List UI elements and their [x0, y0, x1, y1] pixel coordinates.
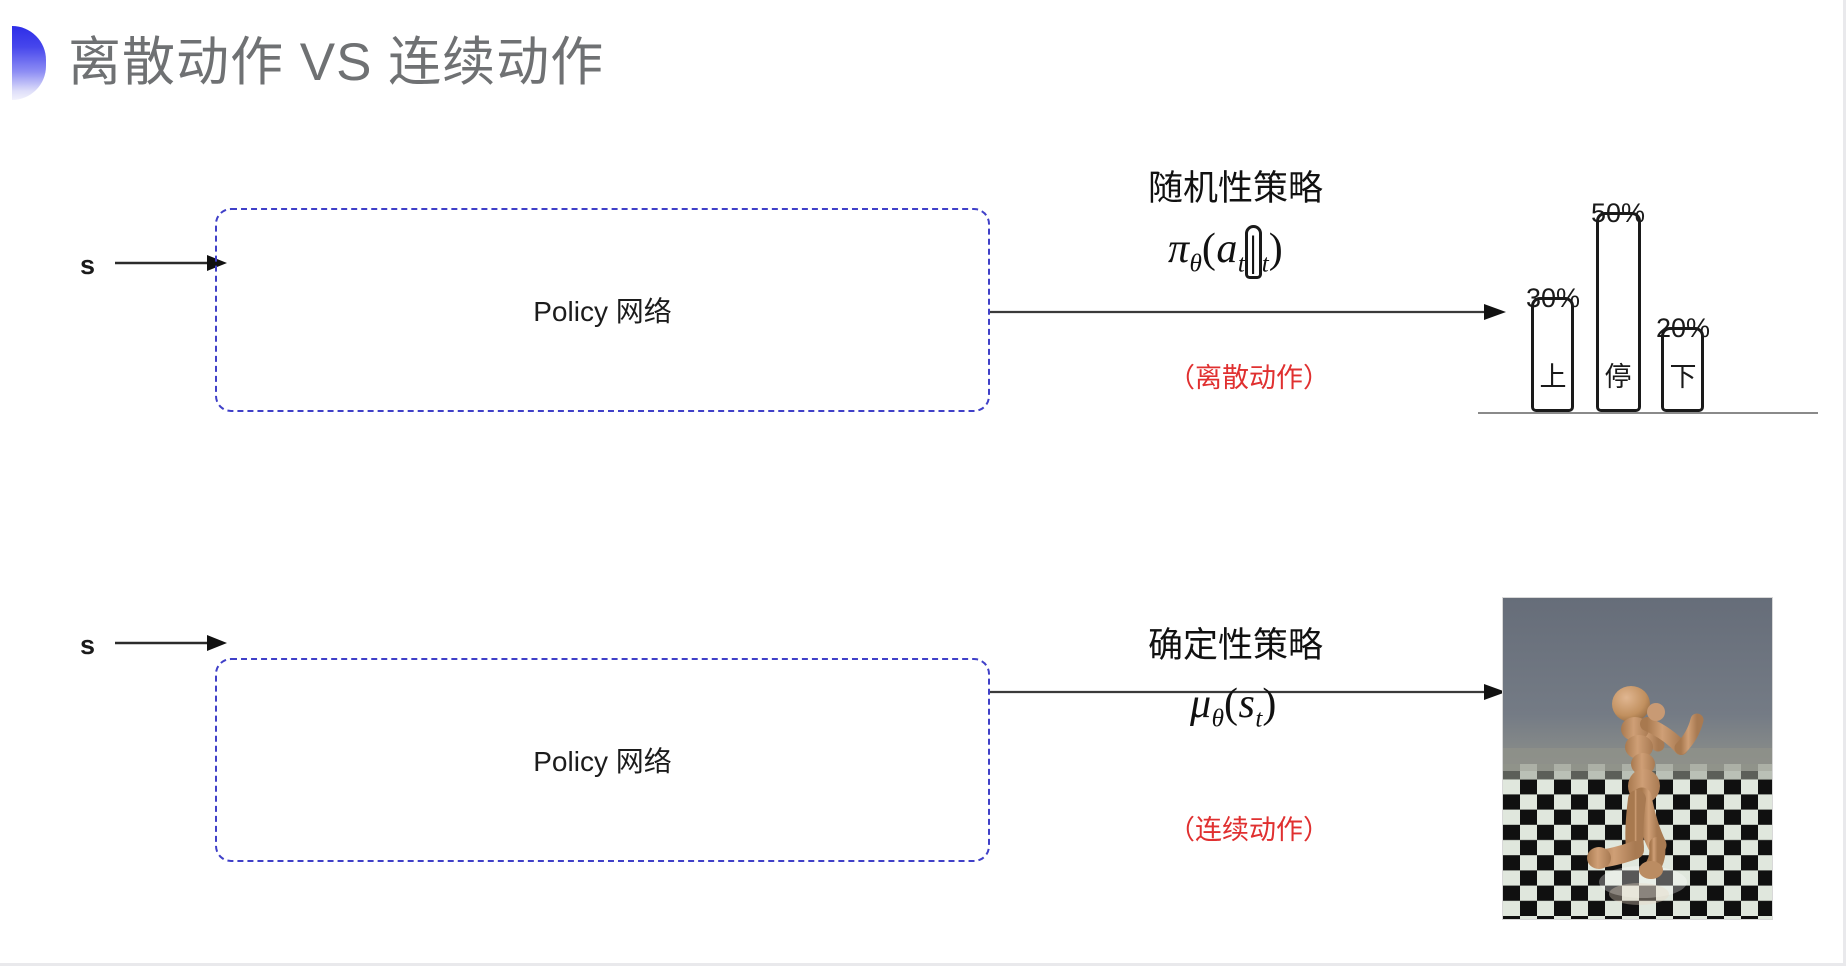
- bar-category-stop: 停: [1604, 362, 1632, 392]
- formula-arg2-sub-discrete: t: [1261, 250, 1269, 278]
- policy-kind-discrete: 随机性策略: [1148, 169, 1324, 208]
- slide-right-edge: [1843, 0, 1846, 966]
- bar-up: [1531, 297, 1574, 412]
- formula-fn-discrete: π: [1168, 226, 1190, 272]
- bar-value-stop: 50%: [1590, 198, 1646, 228]
- slide-bottom-edge: [0, 963, 1846, 966]
- formula-fn-continuous: μ: [1190, 681, 1212, 727]
- bar-category-down: 下: [1669, 362, 1697, 392]
- title-bullet-icon: [12, 26, 46, 100]
- formula-close-discrete: ): [1268, 226, 1284, 272]
- bar-stop: [1596, 212, 1641, 412]
- chart-baseline-axis: [1478, 412, 1818, 414]
- state-input-label-continuous: s: [80, 630, 96, 660]
- formula-open-continuous: (: [1223, 681, 1239, 727]
- bar-category-up: 上: [1539, 362, 1567, 392]
- policy-formula-continuous: μθ(st): [1190, 680, 1277, 733]
- humanoid-simulation-image: [1502, 597, 1773, 920]
- policy-network-label-discrete: Policy 网络: [533, 296, 672, 327]
- bar-down: [1661, 327, 1704, 412]
- action-note-discrete: （离散动作）: [1168, 363, 1330, 393]
- formula-separator-discrete: |: [1244, 225, 1262, 279]
- formula-arg1-discrete: a: [1216, 226, 1238, 272]
- action-probability-bar-chart: 30% 上 50% 停 20% 下: [1478, 100, 1818, 414]
- formula-open-discrete: (: [1201, 226, 1217, 272]
- policy-network-box-continuous[interactable]: Policy 网络: [215, 658, 990, 862]
- formula-arg1-sub-discrete: t: [1237, 250, 1245, 278]
- bar-value-down: 20%: [1655, 313, 1711, 343]
- arrow-policy-to-output-continuous: [990, 684, 1506, 700]
- state-input-label-discrete: s: [80, 250, 96, 280]
- policy-network-box-discrete[interactable]: Policy 网络: [215, 208, 990, 412]
- policy-kind-continuous: 确定性策略: [1148, 626, 1324, 665]
- formula-close-continuous: ): [1262, 681, 1277, 727]
- formula-fn-sub-discrete: θ: [1189, 250, 1202, 278]
- formula-fn-sub-continuous: θ: [1211, 705, 1224, 733]
- formula-arg1-sub-continuous: t: [1255, 705, 1263, 733]
- bar-value-up: 30%: [1525, 283, 1581, 313]
- policy-network-label-continuous: Policy 网络: [533, 746, 672, 777]
- page-title: 离散动作 VS 连续动作: [68, 33, 605, 92]
- humanoid-simulation-render: [1503, 598, 1772, 919]
- arrow-state-to-policy-discrete: [115, 255, 227, 271]
- policy-formula-discrete: πθ(at|st): [1168, 225, 1284, 279]
- arrow-state-to-policy-continuous: [115, 635, 227, 651]
- humanoid-body: [1587, 686, 1704, 879]
- arrow-policy-to-output-discrete: [990, 304, 1506, 320]
- action-note-continuous: （连续动作）: [1168, 815, 1330, 845]
- formula-arg1-continuous: s: [1238, 681, 1256, 727]
